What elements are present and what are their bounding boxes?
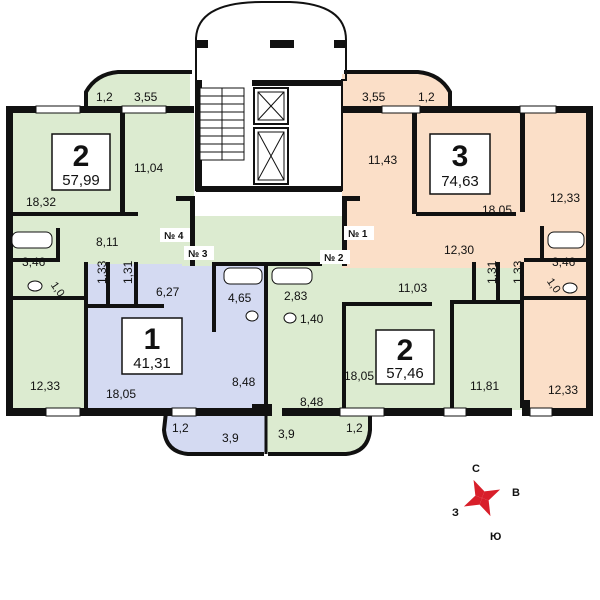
balcony-left-fill xyxy=(88,74,190,108)
apartment-right-rooms: 3 xyxy=(452,140,469,173)
entrance-tag-3: № 3 xyxy=(188,249,208,260)
room-label: 1,2 xyxy=(346,421,363,435)
room-label: 11,03 xyxy=(398,281,427,295)
apartment-center-area: 57,46 xyxy=(386,365,424,382)
staircase xyxy=(199,87,245,161)
bathroom-fixtures xyxy=(11,231,585,324)
compass-rose xyxy=(463,479,501,517)
apartment-one-rooms: 1 xyxy=(144,323,161,356)
apartment-center-tag: 2 57,46 xyxy=(375,329,435,385)
room-label: 8,11 xyxy=(96,235,119,249)
room-label: 1,33 xyxy=(95,260,109,284)
room-fills xyxy=(8,74,592,452)
balcony-center-fill xyxy=(266,410,370,452)
room-label: 1,40 xyxy=(300,312,324,326)
room-label: 8,48 xyxy=(300,395,324,409)
room-label: 12,33 xyxy=(30,379,60,393)
room-label: 11,04 xyxy=(134,161,163,175)
compass-south-icon xyxy=(479,498,491,517)
apartment-right-lower-fill xyxy=(522,262,592,408)
compass-east-label: В xyxy=(512,487,520,499)
compass-west-label: З xyxy=(452,507,459,519)
room-label: 18,05 xyxy=(344,369,374,383)
room-label: 3,9 xyxy=(222,431,239,445)
room-label: 11,43 xyxy=(368,153,397,167)
compass-south-label: Ю xyxy=(490,531,501,543)
room-label: 11,81 xyxy=(470,379,499,393)
room-label: 18,32 xyxy=(26,195,56,209)
apartment-center-rooms: 2 xyxy=(397,334,414,367)
compass-north-icon xyxy=(473,479,485,498)
room-label: 6,27 xyxy=(156,285,180,299)
room-label: 12,30 xyxy=(444,243,474,257)
entrance-tag-4: № 4 xyxy=(164,231,184,242)
room-label: 1,33 xyxy=(511,260,525,284)
room-label: 12,33 xyxy=(550,191,580,205)
entrance-tags: № 4 № 3 № 2 № 1 xyxy=(160,226,374,264)
balcony-one-fill xyxy=(164,410,266,452)
apartment-tags: 2 57,99 1 41,31 2 57,46 3 74,63 xyxy=(51,133,491,385)
compass-east-icon xyxy=(482,489,501,501)
apartment-right-area: 74,63 xyxy=(441,173,479,190)
apartment-left-area: 57,99 xyxy=(62,172,100,189)
stair-core xyxy=(195,1,347,192)
room-label: 18,05 xyxy=(106,387,136,401)
room-labels: 3,55 1,2 11,04 18,32 8,11 3,46 1,0 1,33 … xyxy=(22,90,580,445)
room-label: 1,2 xyxy=(172,421,189,435)
balcony-right-fill xyxy=(342,74,450,108)
room-label: 1,2 xyxy=(96,90,113,104)
room-label: 1,31 xyxy=(485,260,499,284)
apartment-right-tag: 3 74,63 xyxy=(429,133,491,195)
apartment-left-tag: 2 57,99 xyxy=(51,133,111,191)
apartment-one-area: 41,31 xyxy=(133,355,171,372)
apartment-left-rooms: 2 xyxy=(73,140,90,173)
room-label: 12,33 xyxy=(548,383,578,397)
room-label: 1,31 xyxy=(121,260,135,284)
compass-north-label: С xyxy=(472,463,480,475)
windows xyxy=(35,105,557,417)
room-label: 1,2 xyxy=(418,90,435,104)
room-label: 18,05 xyxy=(482,203,512,217)
room-label: 2,83 xyxy=(284,289,308,303)
entrance-tag-2: № 2 xyxy=(324,253,344,264)
elevator-shafts xyxy=(253,87,289,185)
room-label: 4,65 xyxy=(228,291,252,305)
compass-west-icon xyxy=(463,495,482,507)
room-label: 3,55 xyxy=(362,90,386,104)
compass-letters: С В Ю З xyxy=(452,463,520,543)
room-label: 3,46 xyxy=(22,255,46,269)
apartment-one-tag: 1 41,31 xyxy=(121,317,183,375)
room-label: 3,55 xyxy=(134,90,158,104)
room-label: 8,48 xyxy=(232,375,256,389)
room-label: 3,9 xyxy=(278,427,295,441)
entrance-tag-1: № 1 xyxy=(348,229,368,240)
room-label: 3,46 xyxy=(552,255,576,269)
